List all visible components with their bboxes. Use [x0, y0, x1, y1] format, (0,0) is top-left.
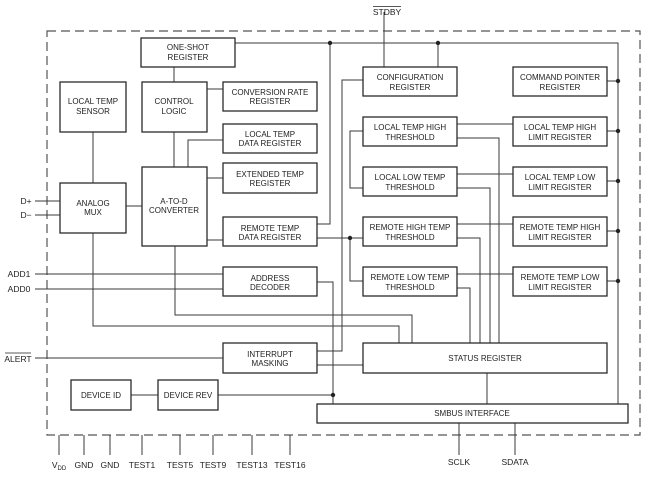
- chip-boundary: [46, 30, 641, 436]
- pin-gnd: GND: [101, 460, 120, 470]
- pin-add1: ADD1: [8, 269, 31, 279]
- pin-sdata: SDATA: [501, 457, 528, 467]
- wires: [35, 12, 621, 455]
- pin-vdd: VDD: [52, 460, 67, 472]
- device-rev: DEVICE REV: [157, 379, 219, 411]
- pin-test13: TEST13: [236, 460, 267, 470]
- pin-add0: ADD0: [8, 284, 31, 294]
- svg-text:SMBUS INTERFACE: SMBUS INTERFACE: [434, 409, 510, 418]
- pin-d-plus: D+: [20, 196, 31, 206]
- svg-text:DEVICE ID: DEVICE ID: [81, 391, 121, 400]
- pin-d-minus: D−: [20, 210, 31, 220]
- pin-test9: TEST9: [200, 460, 227, 470]
- svg-text:DEVICE REV: DEVICE REV: [164, 391, 213, 400]
- pin-stdby: STDBY: [373, 7, 402, 17]
- pin-sclk: SCLK: [448, 457, 471, 467]
- status-register: STATUS REGISTER: [362, 342, 608, 374]
- svg-text:STATUS REGISTER: STATUS REGISTER: [448, 354, 522, 363]
- pin-gnd: GND: [75, 460, 94, 470]
- pin-alert: ALERT: [4, 354, 31, 364]
- pin-test1: TEST1: [129, 460, 156, 470]
- pin-test5: TEST5: [167, 460, 194, 470]
- pin-test16: TEST16: [274, 460, 305, 470]
- pin-labels: STDBY D+ D− ADD1 ADD0 ALERT VDD GND GND …: [4, 6, 529, 472]
- smbus-interface: SMBUS INTERFACE: [316, 403, 629, 424]
- device-id: DEVICE ID: [70, 379, 132, 411]
